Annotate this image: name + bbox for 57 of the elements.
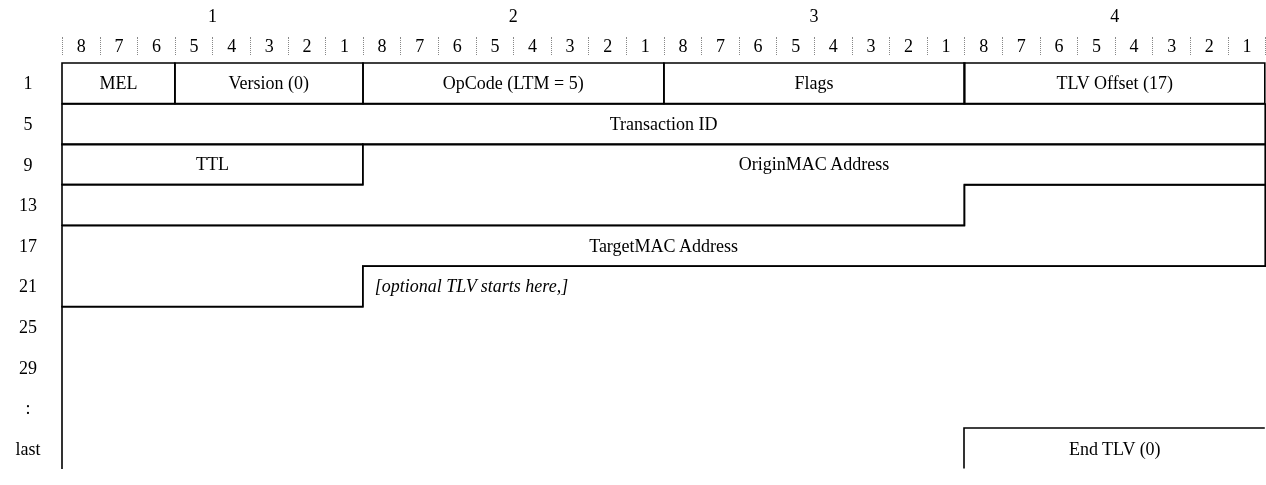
bit-number: 5 bbox=[174, 37, 213, 55]
octet-number: 2 bbox=[508, 6, 518, 26]
bit-number: 2 bbox=[287, 37, 326, 55]
octet-number: 3 bbox=[809, 6, 819, 26]
bit-number: 6 bbox=[1039, 37, 1078, 55]
row-offset: 5 bbox=[23, 113, 33, 134]
bit-number: 6 bbox=[438, 37, 476, 55]
row-offset: 9 bbox=[23, 154, 33, 175]
bit-number: 6 bbox=[738, 37, 777, 55]
bit-number: 1 bbox=[626, 37, 664, 55]
field-label: OpCode (LTM = 5) bbox=[442, 73, 584, 94]
field-label: TLV Offset (17) bbox=[1056, 73, 1174, 94]
bit-number: 8 bbox=[964, 37, 1002, 55]
bit-number: 5 bbox=[776, 37, 814, 55]
row-offset: 25 bbox=[19, 316, 37, 337]
bit-number: 7 bbox=[400, 37, 438, 55]
bit-number: 7 bbox=[701, 37, 739, 55]
bit-number: 8 bbox=[663, 37, 702, 55]
bit-number: 4 bbox=[1114, 37, 1153, 55]
bit-number: 1 bbox=[926, 37, 965, 55]
octet-number: 1 bbox=[207, 6, 217, 26]
row-offset: 21 bbox=[19, 276, 37, 297]
field-label: Flags bbox=[794, 73, 834, 94]
field-label: TTL bbox=[195, 154, 229, 175]
bit-number: 5 bbox=[1077, 37, 1115, 55]
bit-number: 2 bbox=[588, 37, 626, 55]
bit-number: 6 bbox=[137, 37, 175, 55]
row-offset: 13 bbox=[19, 195, 37, 216]
row-offset: 29 bbox=[19, 357, 37, 378]
field-label: TargetMAC Address bbox=[589, 235, 739, 256]
field-label: Version (0) bbox=[228, 73, 310, 94]
octet-number: 4 bbox=[1110, 6, 1120, 26]
field-label: MEL bbox=[99, 73, 138, 94]
row-offset: 17 bbox=[19, 235, 37, 256]
bit-number: 3 bbox=[1152, 37, 1190, 55]
bit-number: 8 bbox=[362, 37, 401, 55]
bit-number: 8 bbox=[62, 37, 100, 55]
row-offset: last bbox=[15, 438, 41, 459]
bit-number: 2 bbox=[1190, 37, 1228, 55]
bit-number: 2 bbox=[889, 37, 927, 55]
row-offset: 1 bbox=[23, 73, 33, 94]
bit-number: 7 bbox=[99, 37, 138, 55]
bit-number: 1 bbox=[1227, 37, 1266, 55]
field-label: [optional TLV starts here,] bbox=[374, 276, 569, 297]
field-label: OriginMAC Address bbox=[738, 154, 890, 175]
bit-number: 3 bbox=[250, 37, 288, 55]
bit-number: 7 bbox=[1002, 37, 1040, 55]
bit-number: 4 bbox=[814, 37, 852, 55]
bit-number: 4 bbox=[513, 37, 551, 55]
field-label: End TLV (0) bbox=[1068, 438, 1161, 459]
bit-number: 4 bbox=[212, 37, 250, 55]
row-offset: : bbox=[25, 398, 31, 419]
bit-number: 1 bbox=[325, 37, 363, 55]
bit-number: 3 bbox=[851, 37, 890, 55]
bit-number: 5 bbox=[475, 37, 514, 55]
field-label: Transaction ID bbox=[609, 113, 718, 134]
bit-number: 3 bbox=[550, 37, 589, 55]
